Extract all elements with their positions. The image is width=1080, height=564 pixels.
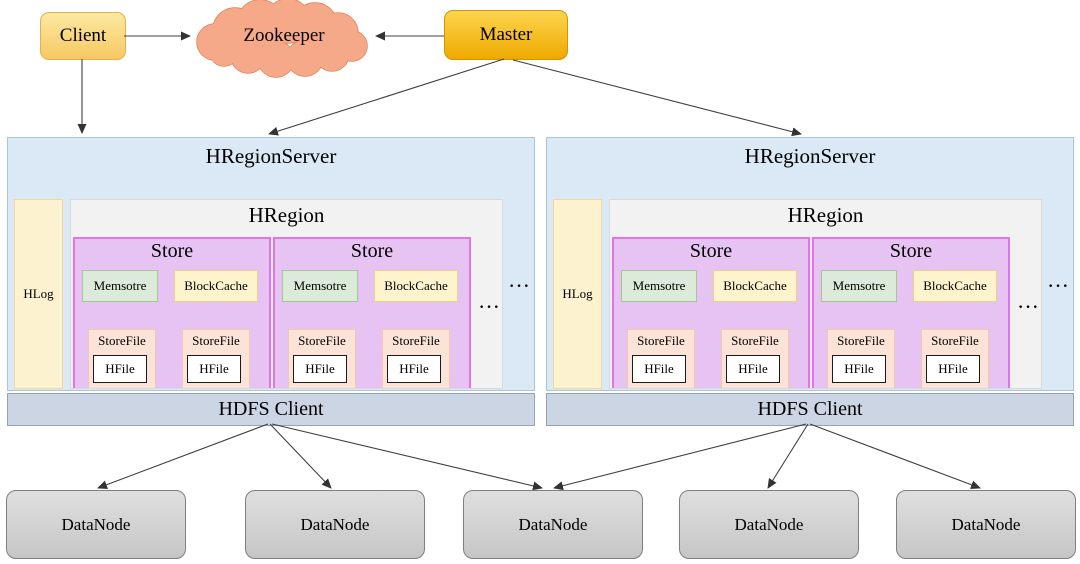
arrow-hdfs1-to-datanode-3 [271, 423, 543, 491]
storefile-box: StoreFile HFile [88, 329, 156, 388]
more-stores-ellipsis: ··· [1017, 299, 1040, 316]
hfile-box: HFile [293, 355, 347, 383]
arrow-hdfs2-to-datanode-3 [553, 423, 807, 491]
client-node: Client [40, 12, 126, 60]
more-regions-ellipsis: ··· [1047, 278, 1070, 295]
arrow-hdfs2-to-datanode-5 [809, 423, 981, 490]
memstore-box: Memsotre [282, 270, 358, 302]
arrow-hdfs2-to-datanode-4 [767, 423, 809, 489]
memstore-box: Memsotre [821, 270, 897, 302]
hfile-box: HFile [926, 355, 980, 383]
storefile-box: StoreFile HFile [182, 329, 250, 388]
hfile-box: HFile [632, 355, 686, 383]
hregionserver-title: HRegionServer [744, 144, 876, 168]
memstore-box: Memsotre [621, 270, 697, 302]
blockcache-box: BlockCache [374, 270, 458, 302]
master-node: Master [444, 10, 568, 60]
hregion-box: HRegion Store Memsotre BlockCache StoreF… [609, 199, 1042, 389]
blockcache-box: BlockCache [713, 270, 797, 302]
hfile-box: HFile [187, 355, 241, 383]
hfile-box: HFile [726, 355, 780, 383]
arrow-hdfs1-to-datanode-1 [97, 423, 269, 490]
arrow-master-to-hregionserver-2 [512, 59, 802, 137]
datanode-2: DataNode [245, 490, 425, 559]
client-label: Client [59, 25, 107, 46]
hlog-box: HLog [14, 199, 63, 389]
hregionserver-1: HRegionServer HLog HRegion Store Memsotr… [7, 137, 535, 391]
storefile-box: StoreFile HFile [288, 329, 356, 388]
storefile-box: StoreFile HFile [721, 329, 789, 388]
storefile-box: StoreFile HFile [382, 329, 450, 388]
storefile-box: StoreFile HFile [827, 329, 895, 388]
arrow-master-to-hregionserver-1 [268, 58, 505, 136]
datanode-1: DataNode [6, 490, 186, 559]
store-title: Store [689, 240, 733, 262]
store-box: Store Memsotre BlockCache StoreFile HFil… [812, 237, 1010, 388]
hfile-box: HFile [387, 355, 441, 383]
storefile-box: StoreFile HFile [627, 329, 695, 388]
store-box: Store Memsotre BlockCache StoreFile HFil… [273, 237, 471, 388]
hdfs-client-2: HDFS Client [546, 393, 1074, 426]
datanode-5: DataNode [896, 490, 1076, 559]
store-title: Store [350, 240, 394, 262]
arrow-hdfs1-to-datanode-2 [269, 423, 332, 489]
store-title: Store [150, 240, 194, 262]
datanode-3: DataNode [463, 490, 643, 559]
blockcache-box: BlockCache [174, 270, 258, 302]
hregion-title: HRegion [248, 203, 325, 227]
hdfs-client-1: HDFS Client [7, 393, 535, 426]
more-regions-ellipsis: ··· [508, 278, 531, 295]
memstore-box: Memsotre [82, 270, 158, 302]
hregionserver-2: HRegionServer HLog HRegion Store Memsotr… [546, 137, 1074, 391]
hregion-title: HRegion [787, 203, 864, 227]
blockcache-box: BlockCache [913, 270, 997, 302]
store-box: Store Memsotre BlockCache StoreFile HFil… [612, 237, 810, 388]
storefile-box: StoreFile HFile [921, 329, 989, 388]
hfile-box: HFile [93, 355, 147, 383]
datanode-4: DataNode [679, 490, 859, 559]
store-box: Store Memsotre BlockCache StoreFile HFil… [73, 237, 271, 388]
store-title: Store [889, 240, 933, 262]
hlog-box: HLog [553, 199, 602, 389]
hregion-box: HRegion Store Memsotre BlockCache StoreF… [70, 199, 503, 389]
master-label: Master [479, 24, 533, 45]
more-stores-ellipsis: ··· [478, 299, 501, 316]
hfile-box: HFile [832, 355, 886, 383]
zookeeper-label: Zookeeper [243, 25, 325, 46]
hregionserver-title: HRegionServer [205, 144, 337, 168]
